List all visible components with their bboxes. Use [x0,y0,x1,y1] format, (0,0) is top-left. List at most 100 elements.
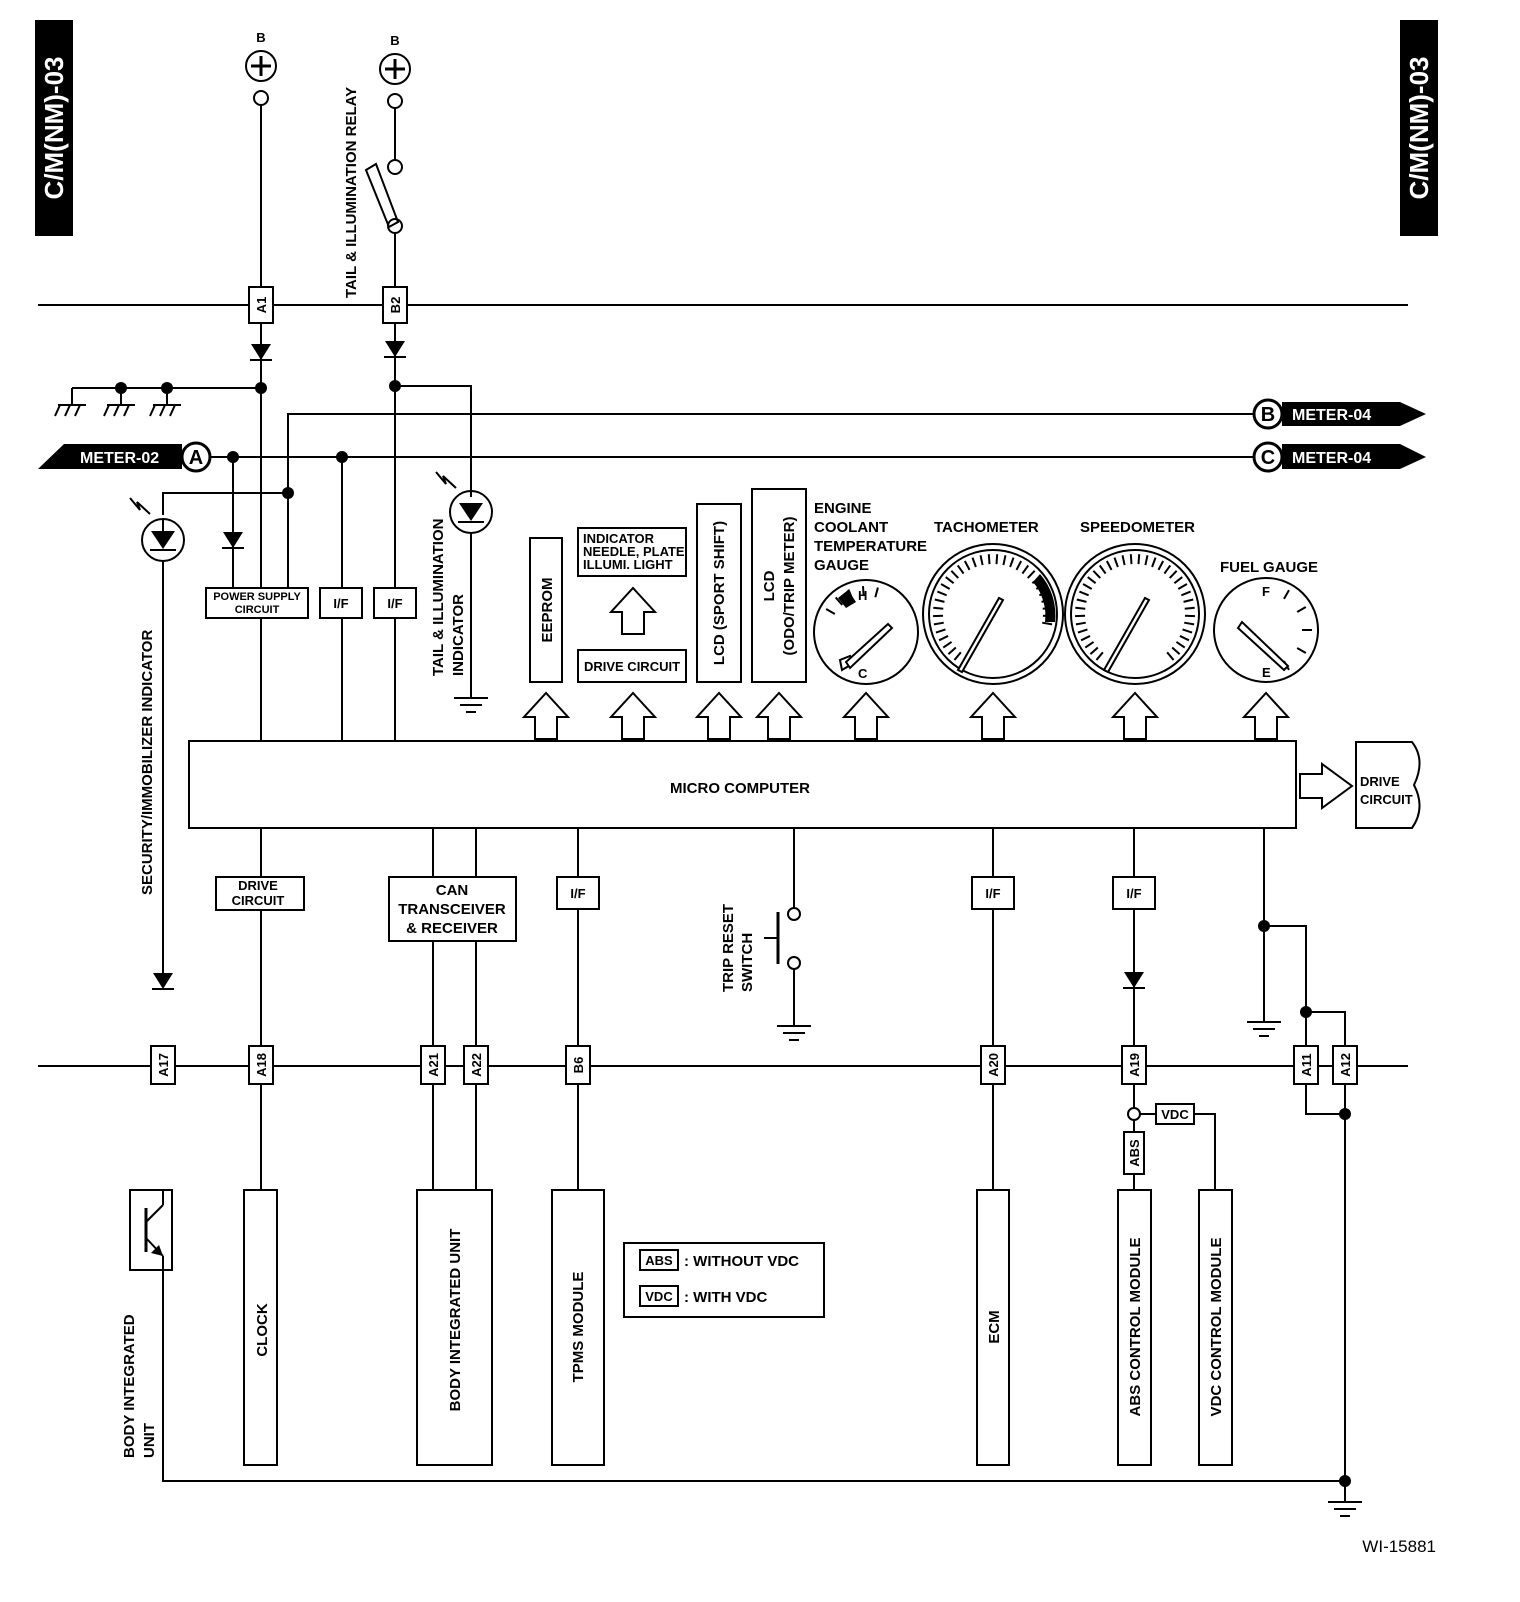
fuel-gauge-label: FUEL GAUGE [1220,559,1318,576]
if-box-tpms: I/F [556,876,600,910]
gauge-tick [1082,583,1093,590]
svg-text:TEMPERATURE: TEMPERATURE [814,538,927,555]
svg-text:A1: A1 [254,297,269,314]
page-code-right: C/M(NM)-03 [1404,57,1434,200]
gauge-tick [1163,564,1172,575]
gauge-tick [945,576,955,585]
gauge-tick [938,635,949,642]
svg-text:B2: B2 [388,297,403,314]
gauge-tick [1121,555,1126,566]
trip-reset-switch[interactable] [764,828,812,1041]
legend: ABS : WITHOUT VDC VDC : WITH VDC [623,1242,825,1318]
drive-circuit-top: DRIVE CIRCUIT [577,649,687,683]
svg-text:ABS CONTROL MODULE: ABS CONTROL MODULE [1127,1238,1144,1417]
ref-b-circle: B [1261,404,1275,426]
svg-text:ILLUMI. LIGHT: ILLUMI. LIGHT [583,557,673,572]
svg-text:COOLANT: COOLANT [814,519,888,536]
svg-text:DRIVE: DRIVE [238,878,278,893]
gauge-tick [1166,651,1175,661]
svg-text:TPMS MODULE: TPMS MODULE [570,1272,587,1383]
svg-text:VDC CONTROL MODULE: VDC CONTROL MODULE [1208,1238,1225,1417]
svg-text:GAUGE: GAUGE [814,557,869,574]
svg-text:& RECEIVER: & RECEIVER [406,920,498,937]
gauge-tick [1095,651,1104,661]
gauge-tick [1173,576,1183,585]
svg-text:A11: A11 [1299,1053,1314,1076]
connector-a11: A11 [1293,1045,1319,1085]
gauge-tick [825,608,836,615]
svg-text:A19: A19 [1127,1053,1142,1077]
connector-a21: A21 [420,1045,446,1085]
speedometer [1064,543,1206,685]
svg-text:CIRCUIT: CIRCUIT [1360,792,1413,807]
gauge-tick [933,606,944,610]
svg-text:LCD (SPORT SHIFT): LCD (SPORT SHIFT) [711,521,728,665]
body-integrated-unit-label-2: UNIT [141,1423,158,1458]
gauge-tick [1027,570,1036,579]
coolant-hot-mark: H [858,588,867,603]
if-box-top-2: I/F [373,587,417,619]
eeprom: EEPROM [529,537,563,683]
connector-a17: A17 [150,1045,176,1085]
svg-text:CIRCUIT: CIRCUIT [235,604,280,616]
svg-text:B6: B6 [571,1057,586,1074]
svg-text:MICRO COMPUTER: MICRO COMPUTER [670,780,810,797]
fuel-empty-mark: E [1262,665,1271,680]
gauge-tick [1177,583,1188,590]
svg-text:TRANSCEIVER: TRANSCEIVER [398,901,506,918]
gauge-tick [934,598,945,603]
gauge-tick [935,628,946,634]
coolant-gauge-label: ENGINE COOLANT TEMPERATURE GAUGE [814,500,927,574]
gauge-tick [1179,635,1190,642]
gauge-tick [1184,606,1195,610]
legend-vdc-code: VDC [645,1289,673,1304]
svg-text:CIRCUIT: CIRCUIT [232,893,285,908]
gauge-tick [963,560,971,571]
connector-b6: B6 [565,1045,591,1085]
battery-supply-a: B [245,30,277,740]
gauge-tick [874,587,879,598]
gauge-tick [1042,621,1053,626]
gauge-tick [947,646,957,655]
tail-indicator-led [435,471,493,713]
svg-text:INDICATOR: INDICATOR [583,531,655,546]
gauge-tick [1169,570,1178,579]
connector-a19: A19 [1121,1045,1147,1085]
fuel-full-mark: F [1262,584,1270,599]
svg-text:VDC: VDC [1161,1107,1189,1122]
gauge-tick [1113,557,1119,568]
gauge-tick [950,570,959,579]
if-box-ecm: I/F [971,876,1015,910]
gauge-tick [1137,554,1141,565]
gauge-tick [1171,646,1181,655]
ref-a-circle: A [189,447,203,469]
connector-a12: A12 [1332,1045,1358,1085]
power-supply-circuit: POWER SUPPLY CIRCUIT [205,587,309,619]
svg-text:I/F: I/F [570,886,585,901]
gauge-tick [1077,628,1088,634]
gauge-tick [1175,641,1186,649]
abs-tag: ABS [1123,1131,1145,1175]
coolant-cold-mark: C [858,666,868,681]
gauge-tick [1015,560,1023,571]
gauge-tick [1021,564,1030,575]
chassis-ground-bus [54,382,267,417]
gauge-tick [1098,564,1107,575]
gauge-tick [861,586,865,597]
page-code-tab-right: C/M(NM)-03 [1400,20,1438,236]
gauge-tick [1078,590,1090,597]
gauge-tick [971,557,977,568]
svg-text:A22: A22 [469,1053,484,1077]
trip-reset-label-2: SWITCH [739,933,756,992]
gauge-tick [1296,606,1307,613]
security-indicator-label: SECURITY/IMMOBILIZER INDICATOR [139,630,156,895]
indicator-light: INDICATOR NEEDLE, PLATE ILLUMI. LIGHT [577,527,687,577]
svg-text:DRIVE CIRCUIT: DRIVE CIRCUIT [584,659,680,674]
tachometer [922,543,1064,685]
gauge-tick [1076,598,1087,603]
gauge-tick [1144,555,1149,566]
svg-text:A18: A18 [254,1053,269,1077]
tpms-module: TPMS MODULE [551,1189,605,1466]
gauge-tick [1089,646,1099,655]
gauge-tick [1002,555,1007,566]
